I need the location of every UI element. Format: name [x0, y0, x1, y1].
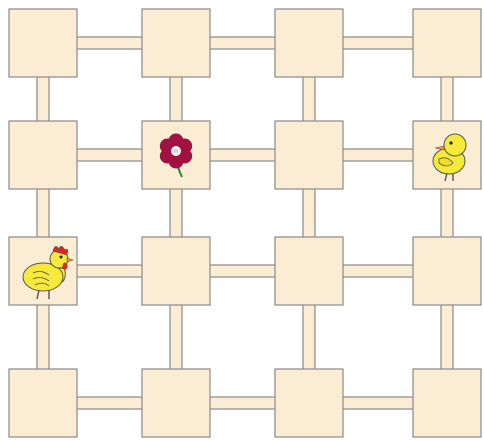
- board-tile[interactable]: [413, 9, 481, 77]
- board-tile[interactable]: [413, 237, 481, 305]
- board-tile[interactable]: [275, 9, 343, 77]
- board-tile[interactable]: [142, 9, 210, 77]
- board-tile[interactable]: [142, 369, 210, 437]
- board-tile[interactable]: [275, 121, 343, 189]
- tiles-layer: [9, 9, 481, 437]
- board-tile[interactable]: [275, 369, 343, 437]
- board-tile[interactable]: [9, 121, 77, 189]
- board-tile[interactable]: [9, 369, 77, 437]
- board-tile[interactable]: [413, 369, 481, 437]
- board-tile[interactable]: [9, 9, 77, 77]
- board-tile[interactable]: [275, 237, 343, 305]
- paths-layer: [37, 37, 453, 409]
- board-tile[interactable]: [142, 237, 210, 305]
